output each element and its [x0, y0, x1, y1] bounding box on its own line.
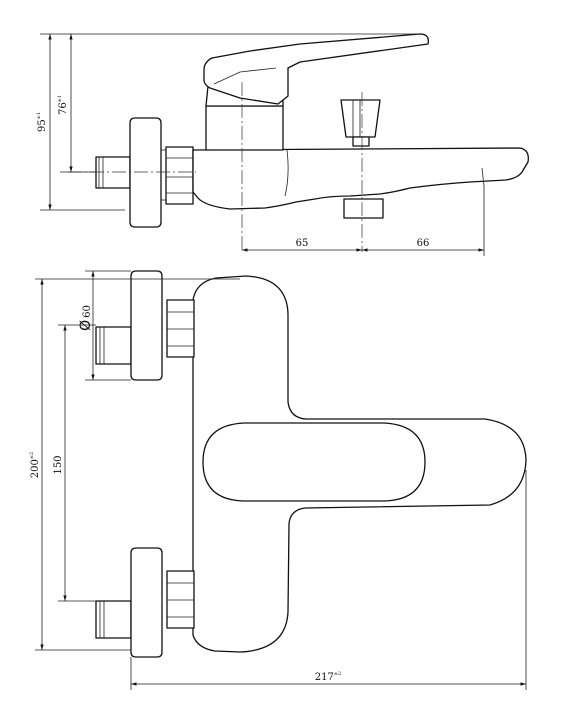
side-hex-nut — [165, 146, 194, 205]
top-hex-nut-upper — [166, 299, 195, 358]
top-hex-nut-lower — [166, 570, 195, 629]
dim-height-total: 95±1 — [36, 112, 48, 132]
side-cartridge — [205, 105, 284, 151]
dim-shower-to-end: 66 — [417, 238, 430, 249]
top-flange-lower — [130, 547, 163, 658]
dim-inlet-spacing: 150 — [53, 455, 64, 474]
side-body — [192, 147, 529, 210]
side-diverter-knob — [340, 99, 381, 138]
dim-overall-height: 200±2 — [29, 452, 41, 478]
dim-spout-to-shower: 65 — [296, 238, 309, 249]
dim-overall-depth: 217±2 — [315, 671, 341, 683]
side-shower-outlet — [343, 198, 384, 219]
top-inlet-pipe-upper — [95, 326, 132, 365]
side-view: 95±1 76±1 65 66 — [36, 33, 529, 256]
top-inlet-pipe-lower — [95, 600, 132, 639]
side-lever-handle — [203, 33, 429, 105]
diameter-symbol: Ø — [78, 320, 94, 331]
side-inlet-pipe — [95, 156, 131, 189]
top-flange-upper — [130, 270, 163, 381]
top-view: 200±2 150 Ø60 217±2 — [29, 270, 527, 690]
dim-height-spout: 76±1 — [57, 95, 69, 115]
dim-connection-diameter: Ø60 — [78, 305, 94, 331]
side-wall-flange — [129, 117, 162, 228]
top-lever-oval — [202, 422, 426, 502]
